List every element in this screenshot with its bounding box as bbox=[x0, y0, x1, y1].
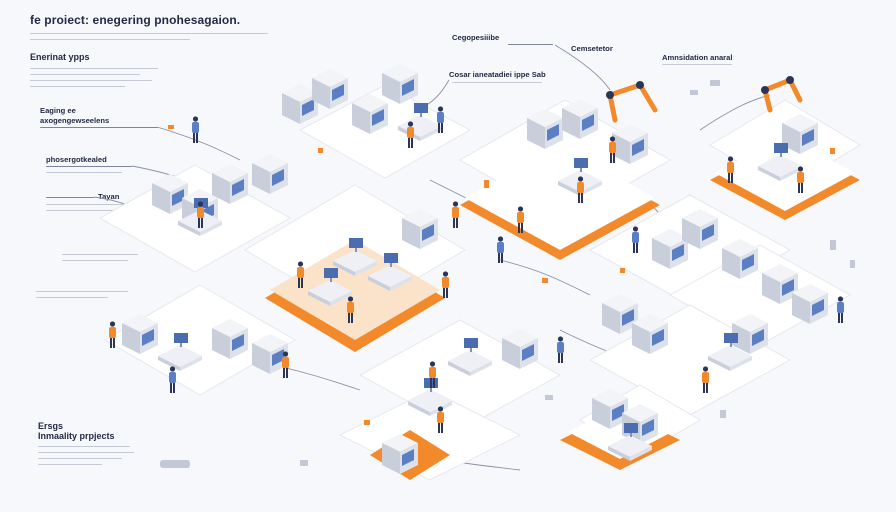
subtitle-line bbox=[30, 39, 190, 41]
text-line bbox=[36, 297, 108, 299]
callout-label: Amnsidation anaral bbox=[662, 53, 733, 62]
list-item-label: phosergotkealed bbox=[46, 155, 107, 164]
callout-label: Cemsetetor bbox=[571, 44, 613, 53]
text-line bbox=[30, 68, 158, 70]
footer-heading: Ersgs bbox=[38, 421, 64, 431]
text-line bbox=[46, 210, 126, 212]
text-line bbox=[30, 80, 152, 82]
footer-heading: Inmaality prpjects bbox=[38, 431, 115, 441]
text-line bbox=[662, 64, 732, 66]
text-line bbox=[46, 172, 122, 174]
text-line bbox=[62, 254, 138, 256]
text-line bbox=[38, 464, 102, 466]
callout-label: Cegopesiiibe bbox=[452, 33, 500, 42]
section-heading: Enerinat ypps bbox=[30, 52, 90, 62]
text-line bbox=[62, 260, 128, 262]
list-item-label: Eaging ee bbox=[40, 106, 76, 115]
text-line bbox=[38, 446, 130, 448]
list-item-label: Tayan bbox=[98, 192, 120, 201]
callout-label: Cosar ianeatadiei ippe Sab bbox=[449, 70, 546, 79]
text-line bbox=[30, 74, 140, 76]
text-line bbox=[30, 86, 125, 88]
subtitle-line bbox=[30, 33, 268, 35]
callout-line bbox=[46, 166, 132, 168]
page-title: fe proiect: enegering pnohesagaion. bbox=[30, 13, 241, 27]
text-line bbox=[46, 204, 138, 206]
list-item-label: axogengewseelens bbox=[40, 116, 110, 125]
callout-line bbox=[40, 127, 158, 129]
text-line bbox=[452, 82, 542, 84]
callout-line bbox=[46, 197, 94, 199]
text-line bbox=[36, 291, 128, 293]
callout-line bbox=[508, 44, 553, 46]
text-line bbox=[38, 452, 134, 454]
text-line bbox=[38, 458, 122, 460]
